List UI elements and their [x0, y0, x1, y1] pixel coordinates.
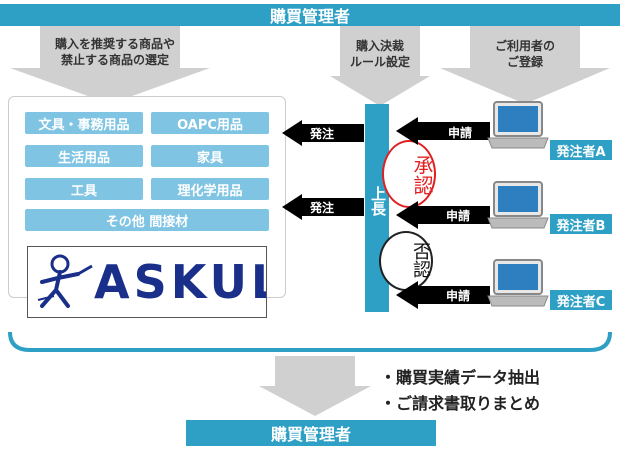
- category-furniture: 家具: [151, 145, 269, 167]
- request-arrows: [396, 117, 490, 309]
- boss-label: 上長: [369, 186, 387, 216]
- request-arrow-b: [396, 201, 490, 229]
- approve-stamp-text: 承認: [410, 155, 434, 195]
- category-oapc: OAPC用品: [151, 112, 269, 134]
- askul-logo-text: ASKUL: [94, 255, 267, 309]
- orderer-c-tag: 発注者C: [550, 290, 612, 310]
- laptop-icon-a: [487, 101, 549, 149]
- middle-down-arrow: [330, 26, 430, 106]
- category-stationery: 文具・事務用品: [25, 112, 143, 134]
- top-arrows: [10, 26, 610, 106]
- left-down-arrow: [10, 26, 210, 104]
- footer-title-bar: 購買管理者: [186, 420, 436, 446]
- orderer-a-tag: 発注者A: [550, 140, 612, 160]
- order-arrows: [282, 120, 364, 220]
- bottom-bracket: [8, 331, 612, 352]
- header-title-bar: 購買管理者: [0, 4, 620, 26]
- askul-logo: ASKUL: [27, 246, 267, 318]
- laptop-icon-c: [487, 259, 549, 307]
- category-tools: 工具: [25, 178, 143, 200]
- reject-stamp: [379, 231, 433, 291]
- order-label-2: 発注: [310, 201, 335, 215]
- askul-mascot-icon: [37, 254, 93, 308]
- footer-title: 購買管理者: [270, 425, 351, 444]
- output-item-1: ・購買実績データ抽出: [380, 368, 541, 387]
- reject-stamp-text: 否認: [410, 242, 431, 278]
- right-down-arrow: [440, 26, 610, 104]
- category-daily-goods: 生活用品: [25, 145, 143, 167]
- header-title: 購買管理者: [269, 7, 350, 26]
- order-label-1: 発注: [310, 127, 335, 141]
- order-arrow-2: [282, 194, 364, 220]
- category-other-indirect: その他 間接材: [25, 209, 269, 231]
- request-label-b: 申請: [446, 209, 471, 223]
- bottom-down-arrow: [259, 356, 371, 416]
- request-label-a: 申請: [448, 126, 473, 140]
- step-label-left: 購入を推奨する商品や 禁止する商品の選定: [54, 37, 175, 67]
- step-label-middle: 購入決裁 ルール設定: [349, 39, 410, 69]
- step-label-right: ご利用者の ご登録: [494, 39, 555, 69]
- request-arrow-a: [396, 117, 490, 145]
- laptop-icon-b: [487, 181, 549, 229]
- output-item-2: ・ご請求書取りまとめ: [380, 394, 541, 413]
- orderer-b-tag: 発注者B: [550, 214, 612, 234]
- request-label-c: 申請: [446, 289, 471, 303]
- order-arrow-1: [282, 120, 364, 146]
- request-arrow-c: [396, 281, 490, 309]
- category-lab-supplies: 理化学用品: [151, 178, 269, 200]
